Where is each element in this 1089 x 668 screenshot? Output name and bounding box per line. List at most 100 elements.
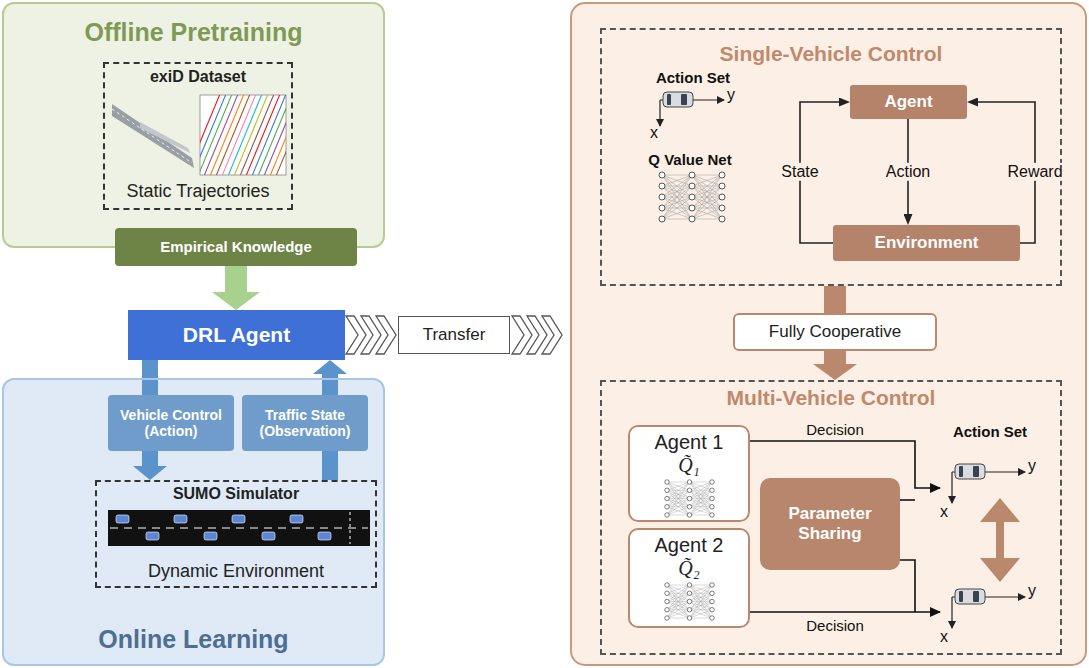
node-text: Q̃₁ (678, 454, 699, 477)
decision-wires (750, 441, 940, 612)
line-shape (350, 512, 351, 544)
node-title: Agent 1 (655, 431, 724, 454)
path-shape (112, 104, 194, 168)
node-title: Offline Pretraining (84, 18, 302, 47)
section-label: Action Set (953, 423, 1027, 440)
offline-panel-fill (3, 3, 384, 247)
use-shape (663, 92, 693, 107)
node-title: DRL Agent (183, 323, 290, 347)
axis-label: x (650, 124, 658, 142)
line-shape (276, 95, 286, 175)
use-shape (204, 532, 217, 540)
control-panel (571, 3, 1086, 665)
line-shape (270, 95, 286, 175)
node-title: Agent 2 (655, 534, 724, 557)
environment-box: Environment (833, 225, 1020, 261)
polygon-shape (361, 316, 381, 354)
node-title: Parameter Sharing (766, 504, 894, 543)
connector-arrow (225, 266, 247, 292)
edge-label: Reward (1004, 163, 1065, 181)
path-shape (112, 109, 192, 163)
polygon-shape (527, 316, 547, 354)
node-title: Empirical Knowledge (160, 238, 312, 255)
node-title: SUMO Simulator (173, 485, 299, 503)
connector-arrow (142, 451, 158, 466)
sumo-road (108, 510, 370, 546)
use-shape (318, 532, 331, 540)
use-shape (955, 464, 985, 479)
transfer-chevrons (346, 316, 562, 354)
action-box: Vehicle Control (Action) (108, 395, 234, 451)
node-title: Traffic State (Observation) (246, 407, 364, 439)
connector-arrow (824, 286, 846, 313)
polygon-shape (512, 316, 532, 354)
q-network-icon (659, 172, 725, 222)
node-title: Fully Cooperative (769, 322, 901, 342)
dataset-box: exiD DatasetStatic Trajectories (103, 62, 293, 210)
node-title: Online Learning (98, 625, 288, 654)
polygon-shape (346, 316, 366, 354)
node-title: Vehicle Control (Action) (112, 407, 230, 439)
action-axes (660, 92, 724, 126)
axis-label: x (940, 503, 948, 521)
agent-box: Agent 2Q̃₂ (628, 528, 750, 628)
section-label: Q Value Net (648, 151, 731, 168)
rect-shape (108, 510, 370, 546)
axis-label: Decision (806, 421, 864, 438)
transfer-box: Transfer (398, 316, 510, 354)
sharing-box: Parameter Sharing (760, 478, 900, 570)
node-title: Environment (875, 233, 979, 253)
axis-label: x (940, 628, 948, 646)
line-shape (951, 472, 952, 503)
edge-label: State (778, 163, 821, 181)
agent-box: Agent 1Q̃₁ (628, 425, 750, 522)
path-shape (750, 611, 940, 613)
stage-panel: Online Learning Vehicle Control (Action) T… (2, 378, 385, 666)
rect-shape (200, 95, 286, 175)
axis-label: Decision (806, 617, 864, 634)
node-title: Multi-Vehicle Control (727, 386, 936, 410)
section-label: Action Set (656, 69, 730, 86)
line-shape (659, 100, 660, 126)
connector-arrow (824, 351, 846, 364)
control-group: Multi-Vehicle ControlAgent 1Q̃₁Agent 2Q̃… (600, 380, 1062, 655)
simulator-box: SUMO SimulatorDynamic Environment (95, 480, 377, 588)
action-axes (952, 464, 1025, 628)
use-shape (232, 515, 245, 523)
exchange-arrow (996, 514, 1004, 566)
node-title: Single-Vehicle Control (720, 42, 943, 66)
polygon-shape (376, 316, 396, 354)
path-shape (140, 122, 190, 153)
connector-arrow (322, 451, 338, 480)
use-shape (955, 589, 985, 604)
agent-box: Agent (850, 85, 967, 119)
axis-label: y (1028, 582, 1036, 600)
mode-box: Fully Cooperative (733, 313, 937, 351)
online-panel-fill (3, 379, 384, 665)
knowledge-box: Empirical Knowledge (115, 228, 357, 266)
node-title: exiD Dataset (150, 68, 246, 86)
edge-label: Action (883, 163, 933, 181)
use-shape (116, 515, 129, 523)
node-title: Transfer (423, 325, 486, 345)
node-text: Static Trajectories (126, 181, 269, 202)
use-shape (174, 515, 187, 523)
path-shape (900, 499, 915, 501)
line-shape (110, 528, 368, 529)
road-map-image (112, 104, 194, 168)
agent-fill (628, 528, 750, 628)
use-shape (290, 515, 303, 523)
node-text: Dynamic Environment (148, 561, 324, 582)
line-shape (951, 597, 952, 628)
agent-box: DRL Agent (128, 310, 345, 360)
use-shape (146, 532, 159, 540)
axis-label: y (1028, 457, 1036, 475)
node-text: Q̃₂ (678, 557, 699, 580)
stage-panel: Offline Pretraining exiD DatasetStatic Tr… (2, 2, 385, 248)
path-shape (900, 560, 915, 612)
q-network-icon (665, 583, 715, 621)
q-network-icon (665, 480, 715, 518)
observation-box: Traffic State (Observation) (242, 395, 368, 451)
polygon-shape (542, 316, 562, 354)
